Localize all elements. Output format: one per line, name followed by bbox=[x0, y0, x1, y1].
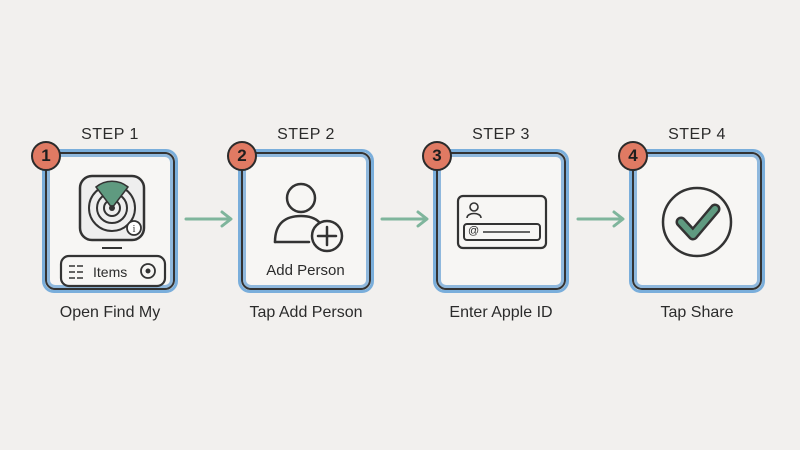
find-my-radar-icon: i bbox=[59, 174, 167, 288]
step-1: STEP 1 i Items 1 Open Find My bbox=[30, 0, 190, 450]
add-person-label: Add Person bbox=[266, 262, 345, 279]
checkmark-icon bbox=[661, 186, 733, 258]
arrow-right-icon bbox=[184, 210, 233, 228]
step-title: STEP 3 bbox=[472, 126, 530, 143]
step-badge: 3 bbox=[422, 141, 452, 171]
step-caption: Tap Add Person bbox=[249, 304, 363, 321]
add-person-icon bbox=[273, 182, 344, 253]
items-tab-label: Items bbox=[93, 264, 128, 280]
step-4: STEP 4 4 Tap Share bbox=[617, 0, 777, 450]
arrow-right-icon bbox=[576, 210, 625, 228]
step-badge: 1 bbox=[31, 141, 61, 171]
step-badge: 2 bbox=[227, 141, 257, 171]
step-card: Add Person bbox=[241, 152, 371, 290]
apple-id-form-icon bbox=[456, 194, 548, 250]
step-title: STEP 1 bbox=[81, 126, 139, 143]
step-card: @ bbox=[436, 152, 566, 290]
apple-id-at-symbol: @ bbox=[468, 225, 480, 237]
step-2: STEP 2 Add Person 2 Tap Add Person bbox=[226, 0, 386, 450]
step-title: STEP 2 bbox=[277, 126, 335, 143]
svg-text:i: i bbox=[133, 224, 136, 235]
step-badge: 4 bbox=[618, 141, 648, 171]
arrow-right-icon bbox=[380, 210, 429, 228]
step-caption: Tap Share bbox=[660, 304, 734, 321]
step-3: STEP 3 @ 3 Enter Apple ID bbox=[421, 0, 581, 450]
step-card: i Items bbox=[45, 152, 175, 290]
step-card bbox=[632, 152, 762, 290]
step-caption: Enter Apple ID bbox=[449, 304, 553, 321]
step-caption: Open Find My bbox=[59, 304, 161, 321]
step-title: STEP 4 bbox=[668, 126, 726, 143]
